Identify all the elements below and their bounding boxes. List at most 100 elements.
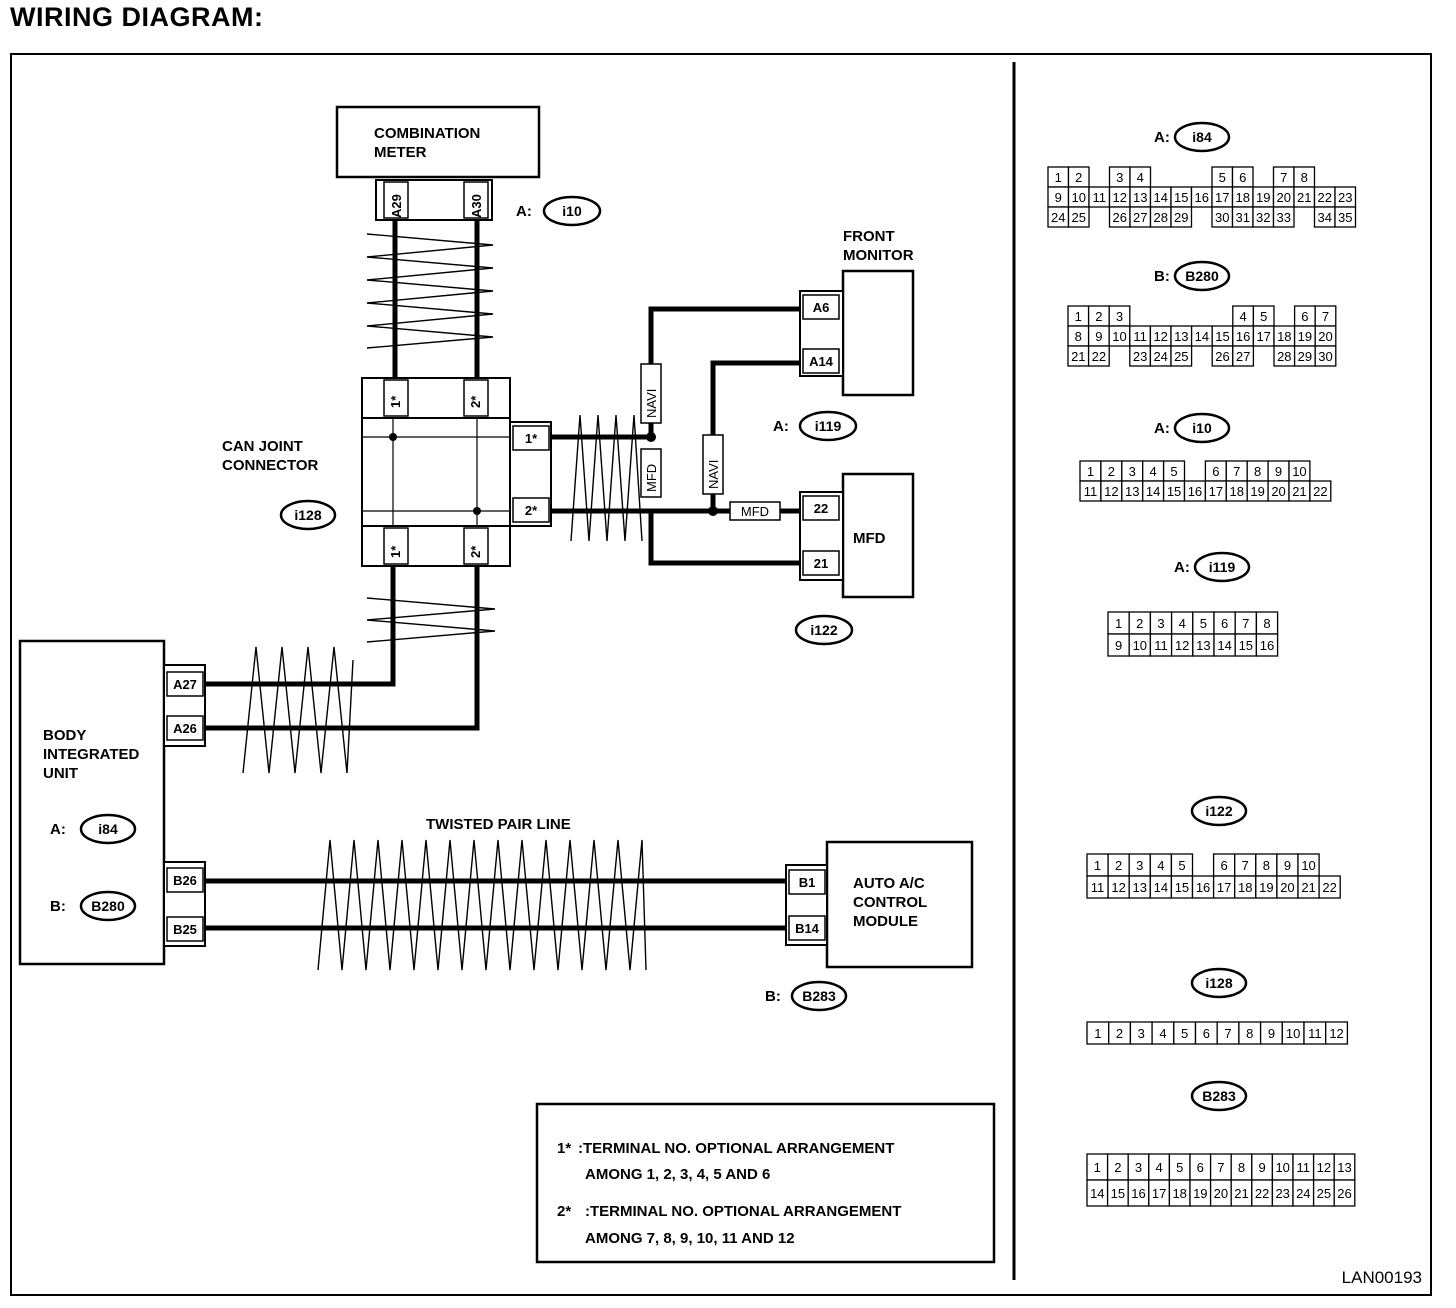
connector-pin-number: 6 <box>1221 858 1228 873</box>
connector-pin-number: 30 <box>1215 210 1229 225</box>
combination-meter-label-1: COMBINATION <box>374 125 480 142</box>
connector-pin-number: 25 <box>1317 1186 1331 1201</box>
notes-box: 1* :TERMINAL NO. OPTIONAL ARRANGEMENT AM… <box>535 1102 996 1264</box>
auto-ac-prefix: B: <box>765 988 781 1005</box>
pin-a26: A26 <box>173 721 197 736</box>
connector-pin-number: 2 <box>1095 309 1102 324</box>
pin-22: 22 <box>814 501 828 516</box>
connector-view-badge <box>1190 967 1248 999</box>
connector-pin-number: 6 <box>1221 616 1228 631</box>
can-joint-label-2: CONNECTOR <box>222 457 319 474</box>
connector-cell <box>1087 345 1110 367</box>
connector-pin-number: 14 <box>1090 1186 1104 1201</box>
connector-pin-number: 9 <box>1258 1160 1265 1175</box>
connector-cell <box>1170 345 1193 367</box>
connector-pin-number: 1 <box>1094 1026 1101 1041</box>
front-monitor-prefix: A: <box>773 418 789 435</box>
pin-b26: B26 <box>173 873 197 888</box>
connector-pin-number: 3 <box>1135 1160 1142 1175</box>
connector-pin-number: 32 <box>1256 210 1270 225</box>
auto-ac-control-module: AUTO A/C CONTROL MODULE B1 B14 B: B283 <box>765 840 974 1012</box>
connector-view-badge <box>1193 551 1251 583</box>
connector-pin-number: 17 <box>1152 1186 1166 1201</box>
connector-pin-number: 5 <box>1181 1026 1188 1041</box>
connector-view-name: i122 <box>1205 803 1232 819</box>
connector-pin-number: 12 <box>1111 880 1125 895</box>
connector-pin-number: 14 <box>1146 484 1160 499</box>
connector-pin-number: 19 <box>1193 1186 1207 1201</box>
connector-pin-number: 13 <box>1133 880 1147 895</box>
biu-label-2: INTEGRATED <box>43 746 140 763</box>
connector-pin-number: 11 <box>1093 190 1107 205</box>
connector-view-prefix: A: <box>1174 559 1190 576</box>
connector-cell <box>1318 875 1341 899</box>
connector-pin-number: 14 <box>1217 638 1231 653</box>
connector-pin-number: 2 <box>1116 1026 1123 1041</box>
connector-pin-number: 11 <box>1133 329 1147 344</box>
connector-pin-number: 10 <box>1133 638 1147 653</box>
connector-pin-number: 24 <box>1296 1186 1310 1201</box>
connector-pin-number: 5 <box>1176 1160 1183 1175</box>
connector-pin-number: 23 <box>1275 1186 1289 1201</box>
connector-pin-number: 29 <box>1174 210 1188 225</box>
meter-connector-prefix: A: <box>516 203 532 220</box>
connector-pin-number: 10 <box>1275 1160 1289 1175</box>
navi-label-1: NAVI <box>644 389 659 418</box>
connector-pin-number: 9 <box>1284 858 1291 873</box>
connector-pin-number: 9 <box>1115 638 1122 653</box>
connector-pin-number: 16 <box>1188 484 1202 499</box>
connector-pin-number: 23 <box>1133 349 1147 364</box>
joint-top-pin-2: 2* <box>468 395 483 408</box>
connector-pin-number: 16 <box>1260 638 1274 653</box>
front-monitor-label-2: MONITOR <box>843 247 914 264</box>
connector-pin-number: 3 <box>1116 170 1123 185</box>
connector-pin-number: 29 <box>1298 349 1312 364</box>
connector-pin-number: 23 <box>1338 190 1352 205</box>
connector-pin-number: 22 <box>1092 349 1106 364</box>
connector-cell <box>1170 206 1193 228</box>
note-1-mark: 1* <box>557 1140 571 1157</box>
connector-pin-number: 21 <box>1071 349 1085 364</box>
connector-cell <box>1232 345 1255 367</box>
mfd-unit: MFD 22 21 i122 <box>794 472 915 646</box>
connector-pin-number: 2 <box>1115 858 1122 873</box>
junction-dot <box>646 432 656 442</box>
connector-pin-number: 4 <box>1157 858 1164 873</box>
connector-pin-number: 22 <box>1322 880 1336 895</box>
connector-pin-number: 4 <box>1179 616 1186 631</box>
note-2-text-2: AMONG 7, 8, 9, 10, 11 AND 12 <box>585 1230 795 1247</box>
connector-pin-number: 18 <box>1277 329 1291 344</box>
connector-pin-number: 7 <box>1242 858 1249 873</box>
pin-b25: B25 <box>173 922 197 937</box>
connector-pin-number: 4 <box>1150 464 1157 479</box>
connector-pin-number: 19 <box>1298 329 1312 344</box>
combination-meter-label-2: METER <box>374 144 427 161</box>
connector-pin-number: 4 <box>1155 1160 1162 1175</box>
connector-pin-number: 8 <box>1254 464 1261 479</box>
connector-view-badge <box>1173 260 1231 292</box>
connector-view-badge <box>1190 795 1248 827</box>
connector-cell <box>1334 206 1357 228</box>
connector-pin-number: 9 <box>1275 464 1282 479</box>
joint-top-pin-1: 1* <box>388 395 403 408</box>
connector-pin-number: 21 <box>1297 190 1311 205</box>
connector-pin-number: 5 <box>1170 464 1177 479</box>
connector-pin-number: 7 <box>1280 170 1287 185</box>
connector-cell <box>1333 1179 1356 1207</box>
connector-pin-number: 3 <box>1129 464 1136 479</box>
connector-pin-number: 1 <box>1055 170 1062 185</box>
can-joint-label-1: CAN JOINT <box>222 438 303 455</box>
pin-a27: A27 <box>173 677 197 692</box>
connector-cell <box>1255 633 1279 657</box>
joint-bottom-pin-2: 2* <box>468 545 483 558</box>
connector-pin-number: 21 <box>1301 880 1315 895</box>
connector-pin-number: 25 <box>1072 210 1086 225</box>
connector-view-name: i10 <box>1192 420 1212 436</box>
connector-pin-number: 18 <box>1238 880 1252 895</box>
connector-pin-number: 24 <box>1051 210 1065 225</box>
connector-pin-number: 10 <box>1292 464 1306 479</box>
